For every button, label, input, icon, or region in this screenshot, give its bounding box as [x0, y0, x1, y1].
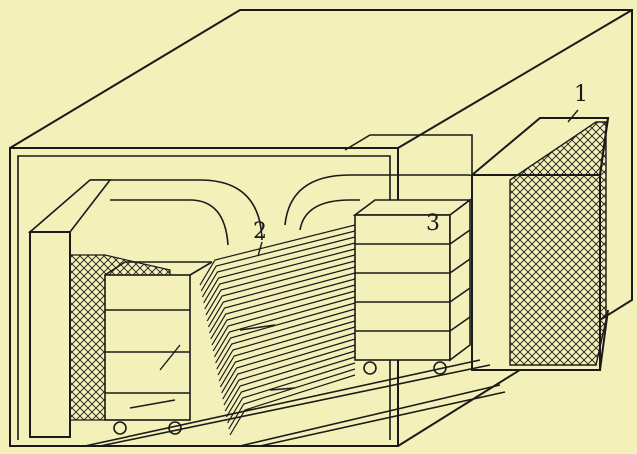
plate [225, 356, 356, 418]
air-ducts [90, 174, 470, 246]
plate [229, 374, 356, 436]
plate [213, 296, 356, 358]
right-heater [344, 117, 610, 371]
plate [204, 248, 356, 310]
plate [206, 260, 356, 322]
plate [203, 242, 356, 304]
plate [209, 272, 356, 334]
label-plates: 2 [253, 219, 267, 244]
airflow-arrows [129, 324, 296, 409]
plate [210, 278, 356, 340]
rails [84, 359, 506, 447]
plate-stack [199, 224, 356, 436]
plate [219, 326, 356, 388]
plate [218, 320, 356, 382]
plate [216, 308, 356, 370]
plate [223, 344, 356, 406]
plate [215, 302, 356, 364]
plate [200, 230, 356, 292]
label-cart: 3 [426, 211, 440, 236]
plate [228, 368, 356, 430]
plate [212, 290, 356, 352]
plate [222, 338, 356, 400]
left-cart [104, 261, 213, 435]
plate [207, 266, 356, 328]
plate [205, 254, 356, 316]
plate [201, 236, 356, 298]
plate [224, 350, 356, 412]
right-cart [352, 198, 473, 375]
leader-line-2 [257, 241, 263, 257]
leader-line-1 [567, 109, 579, 123]
plate [221, 332, 356, 394]
plate [227, 362, 356, 424]
label-heater: 1 [574, 82, 588, 107]
plate [217, 314, 356, 376]
plate [211, 284, 356, 346]
plate [199, 224, 356, 286]
